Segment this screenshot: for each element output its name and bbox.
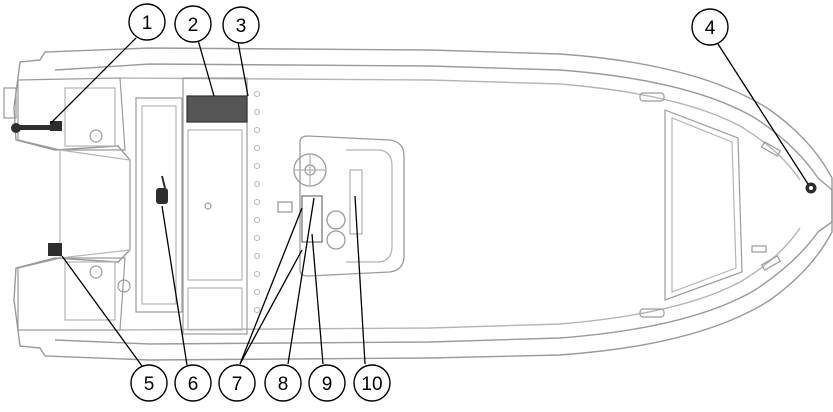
callout-5: 5: [130, 364, 168, 402]
callout-3-label: 3: [236, 16, 247, 37]
callout-2: 2: [174, 5, 212, 43]
locker-outer: [182, 77, 248, 335]
callout-8: 8: [264, 364, 302, 402]
leader-3: [237, 41, 249, 97]
callout-5-label: 5: [144, 374, 155, 395]
leader-1: [49, 37, 137, 125]
gauge-upper: [326, 210, 346, 230]
motor-well: [59, 149, 131, 259]
component-5-stern-fitting: [48, 243, 62, 256]
callout-10-label: 10: [361, 374, 382, 395]
leader-5: [61, 255, 143, 367]
locker-lower: [187, 287, 243, 331]
hull-deck-edge-bottom: [119, 227, 801, 331]
aft-seat-frame: [135, 97, 183, 313]
console-switch-panel: [301, 195, 323, 243]
callout-6: 6: [174, 364, 212, 402]
console-seat-base: [349, 169, 363, 235]
hull-deck-edge-top: [119, 77, 801, 181]
bow-handle-bottom: [639, 308, 665, 318]
hull-inner-line-top: [54, 63, 819, 179]
stern-lower-deck: [17, 257, 126, 331]
gauge-lower: [326, 230, 346, 250]
aft-seat: [135, 97, 183, 313]
center-console: [277, 135, 405, 277]
callout-6-label: 6: [188, 374, 199, 395]
callout-9-label: 9: [322, 374, 333, 395]
leader-6: [161, 205, 188, 366]
bow-cleat-top: [760, 141, 782, 157]
stern-upper-deck: [17, 77, 126, 151]
throttle-lever: [277, 201, 293, 213]
battery-panel: [186, 95, 248, 123]
console-body: [299, 135, 405, 277]
highlighted-components: [11, 121, 817, 256]
leader-10: [354, 195, 366, 365]
bow-cleat-bottom: [760, 255, 782, 271]
transom-cleat: [3, 87, 17, 119]
stern-fitting: [117, 279, 131, 293]
callout-7-label: 7: [232, 374, 243, 395]
rivet-row: [254, 91, 260, 313]
bow-locker: [639, 92, 782, 318]
component-6-seat-fitting: [156, 175, 168, 204]
leader-lines: [49, 37, 809, 367]
hull-inner-line-bottom: [54, 231, 819, 345]
console-windshield: [346, 149, 393, 263]
bow-locker-lid: [671, 117, 737, 293]
callout-2-label: 2: [188, 15, 199, 36]
locker-lid: [187, 129, 243, 281]
bow-tip: [817, 177, 833, 233]
callout-1-label: 1: [142, 13, 153, 34]
bow-handle-top: [639, 92, 665, 102]
leader-4: [717, 43, 809, 185]
callout-3: 3: [222, 6, 260, 44]
storage-locker: [182, 77, 248, 335]
stern-area: [3, 77, 131, 331]
callout-4-label: 4: [705, 18, 716, 39]
bow-locker-outline: [664, 109, 743, 301]
aft-seat-cushion: [141, 105, 177, 305]
leader-8: [287, 197, 315, 365]
leader-7a: [239, 207, 303, 365]
callout-1: 1: [128, 3, 166, 41]
callout-7: 7: [218, 364, 256, 402]
leader-7b: [239, 249, 303, 365]
component-1-tiller: [11, 121, 62, 133]
locker-latch: [204, 202, 212, 210]
callout-9: 9: [308, 364, 346, 402]
stern-hatch-bottom: [64, 261, 116, 321]
boat-hull: [13, 47, 833, 361]
leader-9: [311, 233, 324, 365]
callout-8-label: 8: [278, 374, 289, 395]
stern-drain-top: [89, 129, 103, 143]
leader-2: [197, 39, 215, 97]
hull-outline: [13, 47, 833, 361]
callout-4: 4: [691, 8, 729, 46]
stern-drain-bottom: [89, 265, 103, 279]
stern-hatch-top: [64, 87, 116, 147]
bow-fitting: [751, 245, 767, 253]
callout-10: 10: [353, 364, 391, 402]
component-4-bow-eye: [805, 182, 817, 194]
